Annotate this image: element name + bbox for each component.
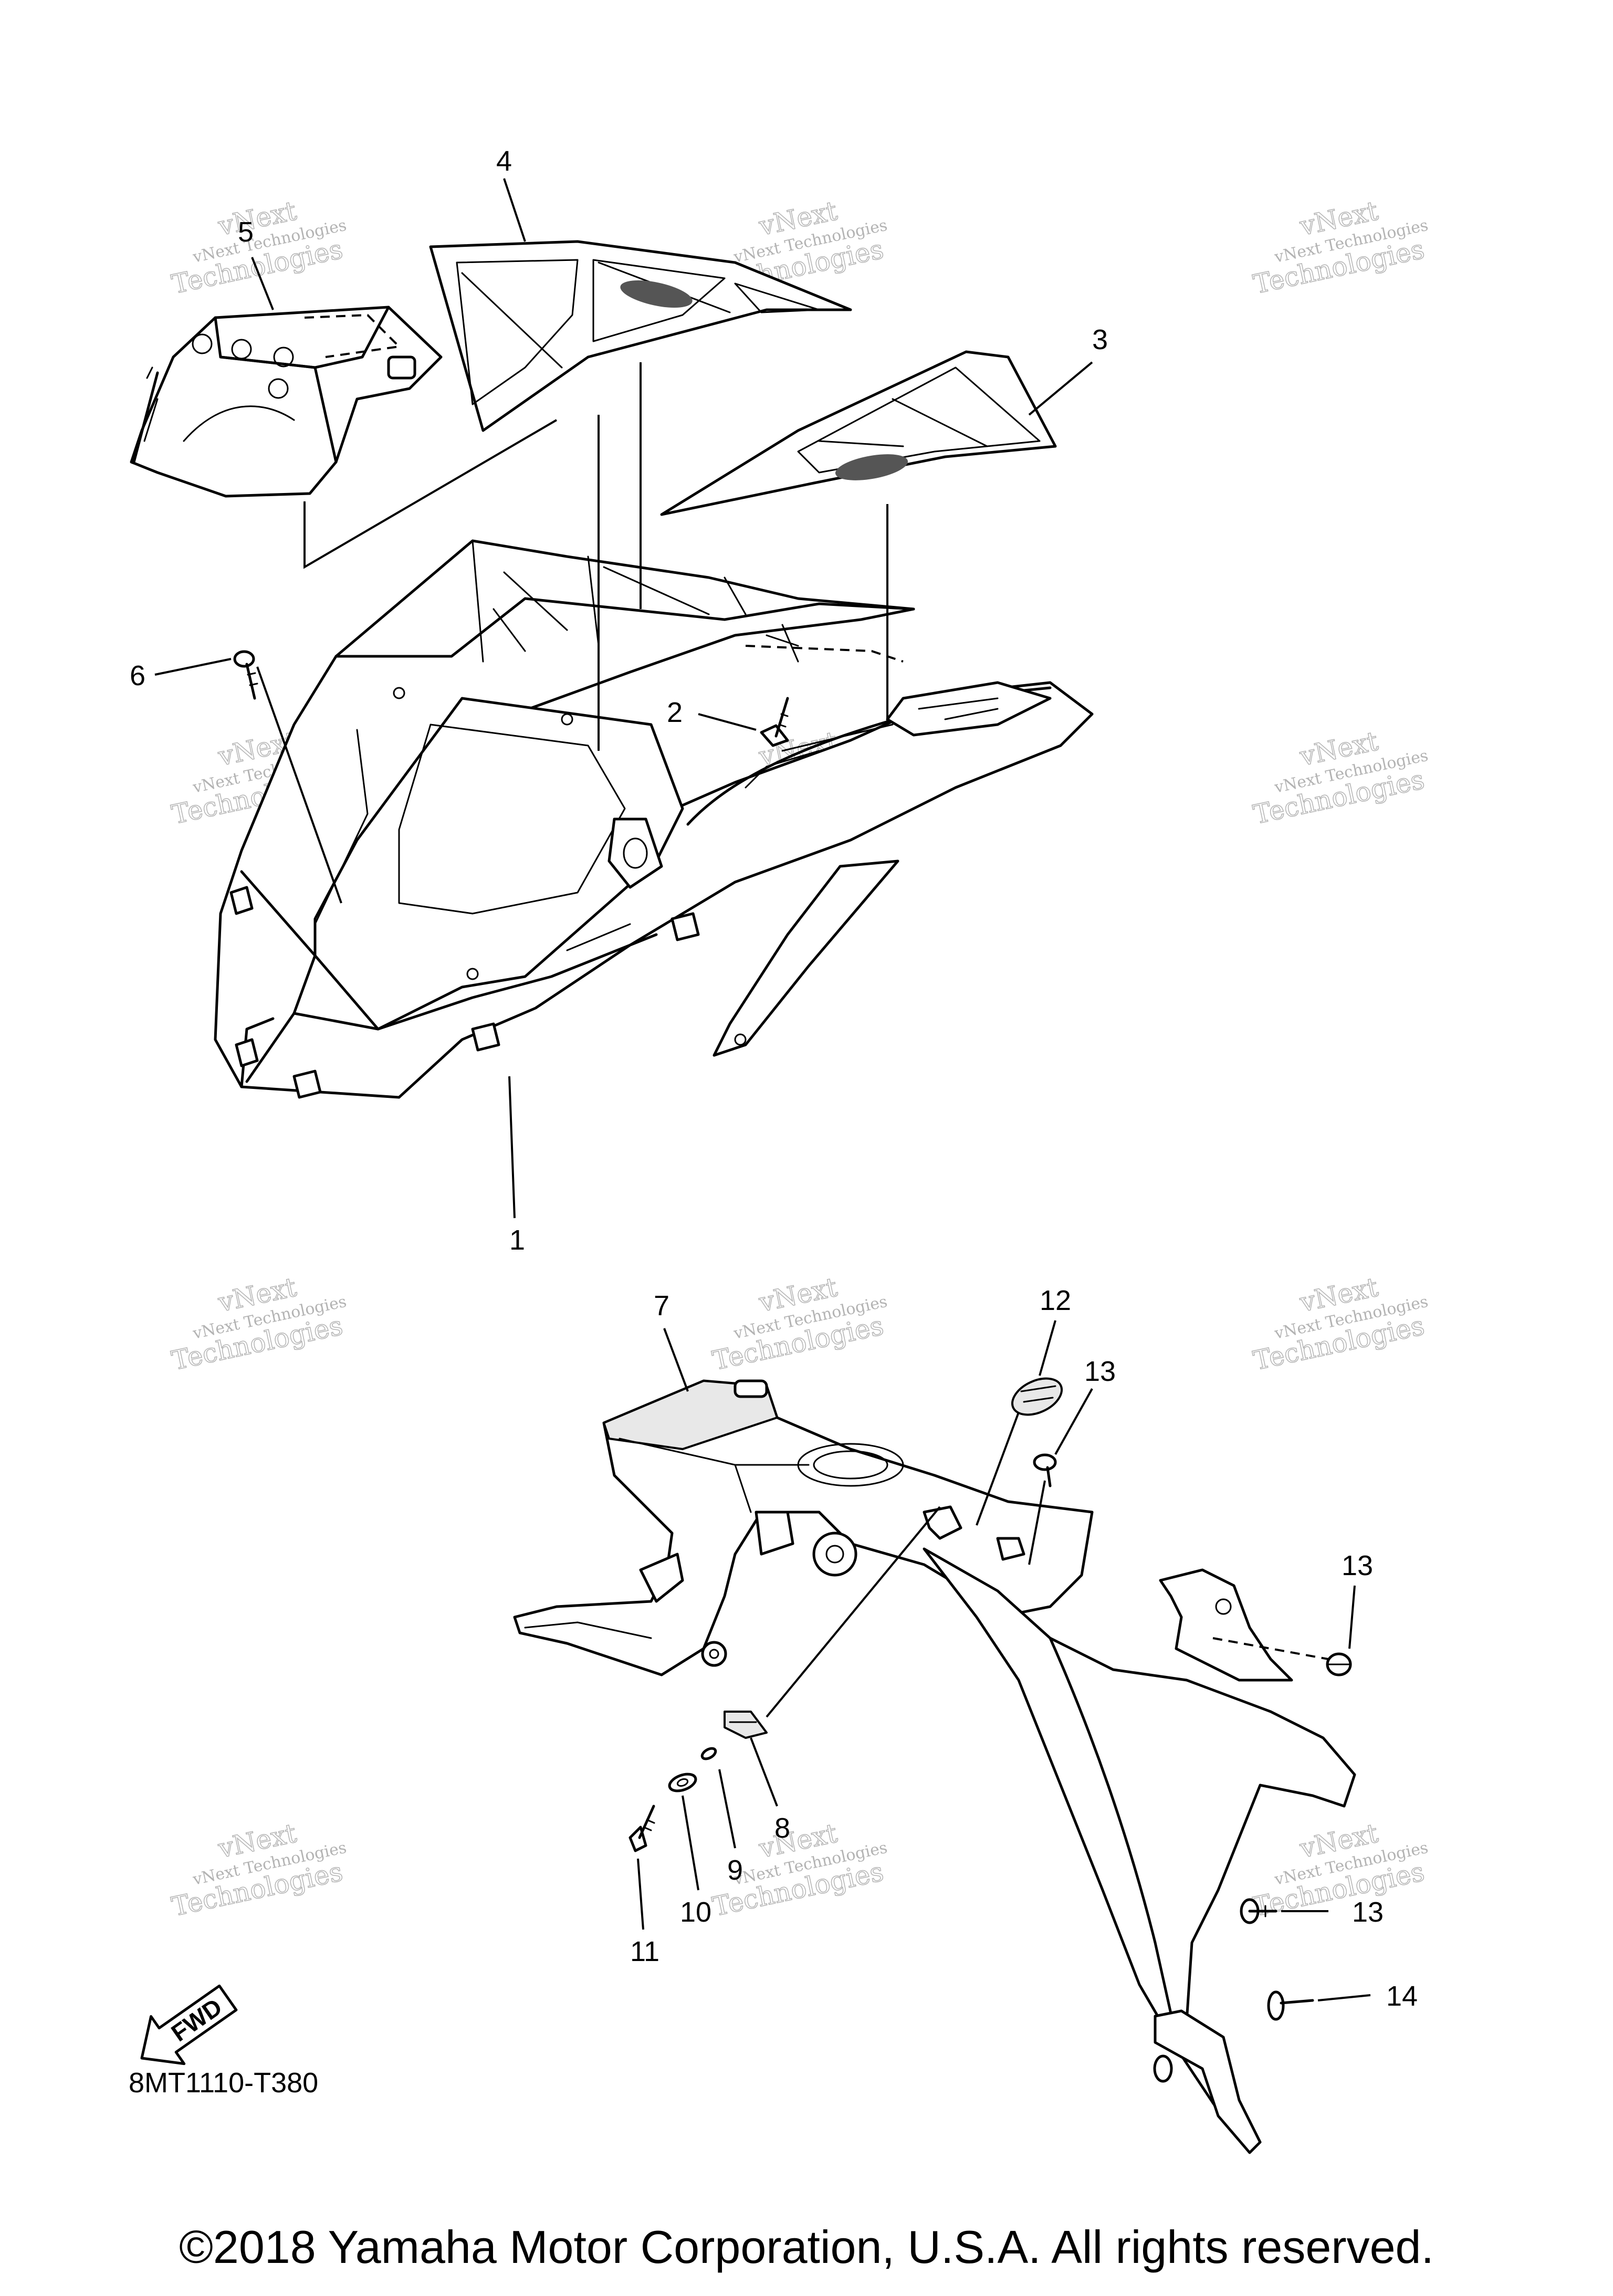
callout-10[interactable]: 10 (680, 1896, 711, 1928)
callout-8[interactable]: 8 (774, 1812, 790, 1844)
watermark: vNext Technologies Technologies vNext (169, 195, 348, 300)
part-14-bolt[interactable] (1267, 1990, 1314, 2021)
part-11-screw[interactable] (629, 1805, 655, 1852)
assembly-lines-bottom (766, 1412, 1329, 1718)
callout-2[interactable]: 2 (667, 697, 683, 728)
callout-13-lower[interactable]: 13 (1352, 1896, 1384, 1928)
part-10-collar[interactable] (667, 1771, 698, 1794)
callout-6[interactable]: 6 (130, 660, 145, 691)
fwd-arrow-icon: FWD (140, 1984, 238, 2066)
callout-7[interactable]: 7 (654, 1290, 669, 1322)
watermark: vNext Technologies Technologies vNext (169, 1817, 348, 1922)
watermark: vNext Technologies Technologies vNext (1250, 195, 1430, 300)
callout-4[interactable]: 4 (496, 145, 512, 177)
callout-3[interactable]: 3 (1092, 324, 1108, 355)
part-13-screw-right[interactable] (1326, 1652, 1352, 1676)
part-7-panel[interactable] (513, 1379, 1356, 2154)
watermark: vNext Technologies Technologies vNext (709, 1271, 889, 1376)
watermark: vNext Technologies Technologies vNext (1250, 1271, 1430, 1376)
part-13-screw-upper[interactable] (1033, 1453, 1057, 1487)
part-13-screw-lower[interactable] (1240, 1898, 1277, 1924)
watermark: vNext Technologies Technologies vNext (1250, 1817, 1430, 1922)
part-6-screw[interactable] (233, 650, 258, 700)
callout-leaders (154, 178, 1371, 2001)
diagram-code: 8MT1110-T380 (129, 2067, 318, 2099)
part-4-decal[interactable] (429, 240, 852, 432)
assembly-lines-top (256, 362, 888, 904)
copyright-notice: ©2018 Yamaha Motor Corporation, U.S.A. A… (179, 2221, 1434, 2273)
callout-11[interactable]: 11 (630, 1936, 659, 1967)
watermark: vNext Technologies Technologies vNext (1250, 725, 1430, 830)
part-3-decal[interactable] (660, 350, 1057, 516)
part-12-clip[interactable] (1007, 1371, 1067, 1422)
part-1-cowling[interactable] (214, 539, 1094, 1099)
callouts: 4 5 3 2 6 1 7 12 13 13 13 14 8 9 10 11 (130, 145, 1418, 2012)
callout-5[interactable]: 5 (238, 216, 254, 248)
part-9-washer[interactable] (700, 1746, 717, 1761)
part-8-clip[interactable] (724, 1711, 768, 1739)
callout-9[interactable]: 9 (727, 1854, 743, 1886)
part-5-cover[interactable] (130, 306, 443, 498)
callout-14[interactable]: 14 (1386, 1980, 1418, 2012)
watermark: vNext Technologies Technologies vNext (169, 1271, 348, 1376)
callout-12[interactable]: 12 (1040, 1285, 1071, 1316)
callout-13-upper[interactable]: 13 (1084, 1356, 1116, 1387)
callout-13-right[interactable]: 13 (1342, 1550, 1373, 1581)
part-2-screw[interactable] (760, 697, 789, 747)
callout-1[interactable]: 1 (509, 1224, 525, 1256)
